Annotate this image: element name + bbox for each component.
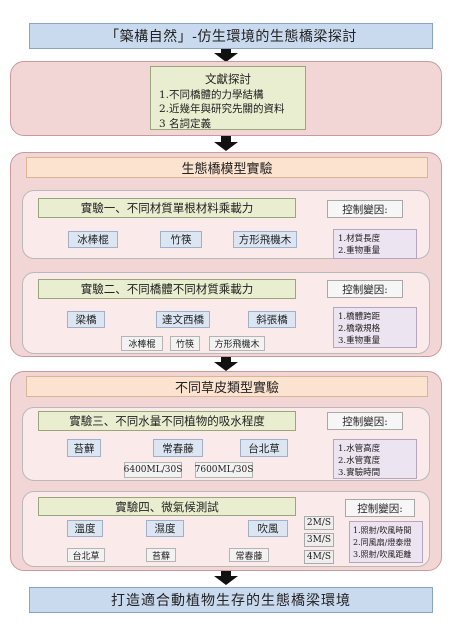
- water-flow-rate: 6400ML/30S: [124, 462, 182, 478]
- experiment-3-heading: 實驗三、不同水量不同植物的吸水程度: [38, 411, 296, 431]
- experiment-3-control-variables: 1.水管高度 2.水管寬度 3.實驗時間: [333, 439, 417, 479]
- plant-ivy: 常春藤: [153, 439, 203, 457]
- plant-taipei-grass: 台北草: [67, 548, 105, 562]
- experiment-2-control-heading: 控制變因:: [327, 280, 403, 298]
- control-variable: 3.照射/吹風距離: [353, 550, 412, 559]
- control-variable: 2.同風扇/燈泰燈: [353, 538, 412, 547]
- material-bamboo-chopstick: 竹筷: [160, 231, 202, 248]
- measure-wind: 吹風: [248, 520, 288, 537]
- material-balsa-wood: 方形飛機木: [233, 231, 297, 248]
- wind-speed: 4M/S: [304, 550, 334, 564]
- experiment-2-heading: 實驗二、不同橋體不同材質乘載力: [38, 279, 296, 299]
- control-variable: 1.水管高度: [338, 444, 381, 454]
- experiment-4-control-variables: 1.照射/吹風時間 2.同風扇/燈泰燈 3.照射/吹風距離: [349, 521, 423, 563]
- bridge-type-cable-stayed: 斜張橋: [248, 311, 296, 328]
- water-flow-rate: 7600ML/30S: [195, 462, 253, 478]
- diagram-title: 「築構自然」-仿生環境的生態橋梁探討: [29, 23, 433, 49]
- experiment-1-control-variables: 1.材質長度 2.重物重量: [333, 229, 417, 259]
- literature-item: 2.近幾年與研究先關的資料: [159, 103, 285, 115]
- control-variable: 1.橋體跨距: [338, 312, 381, 322]
- literature-box: 文獻探討 1.不同橋體的力學結構 2.近幾年與研究先關的資料 3 名詞定義: [150, 66, 306, 130]
- measure-temperature: 溫度: [67, 520, 103, 537]
- material-balsa-wood: 方形飛機木: [209, 336, 265, 351]
- experiment-1-control-heading: 控制變因:: [327, 200, 403, 218]
- control-variable: 1.材質長度: [338, 234, 381, 244]
- control-variable: 2.水管寬度: [338, 456, 381, 466]
- control-variable: 2.重物重量: [338, 246, 381, 256]
- experiment-3-control-heading: 控制變因:: [327, 412, 403, 430]
- control-variable: 1.照射/吹風時間: [353, 526, 412, 535]
- experiment-2-control-variables: 1.橋體跨距 2.橋墩規格 3.重物重量: [333, 307, 417, 348]
- control-variable: 3.重物重量: [338, 336, 381, 346]
- literature-item: 1.不同橋體的力學結構: [159, 88, 264, 101]
- control-variable: 3.實驗時間: [338, 468, 381, 478]
- experiment-4-control-heading: 控制變因:: [345, 499, 415, 517]
- material-popsicle-stick: 冰棒棍: [68, 231, 118, 248]
- experiment-4-heading: 實驗四、微氣候測試: [38, 497, 296, 516]
- material-popsicle-stick: 冰棒棍: [121, 336, 163, 351]
- wind-speed: 2M/S: [304, 516, 334, 530]
- literature-heading: 文獻探討: [205, 72, 251, 86]
- control-variable: 2.橋墩規格: [338, 324, 381, 334]
- conclusion-bar: 打造適合動植物生存的生態橋梁環境: [29, 587, 433, 613]
- plant-moss: 苔蘚: [146, 548, 176, 562]
- plant-ivy: 常春藤: [229, 548, 269, 562]
- section-heading-turf-type: 不同草皮類型實驗: [26, 376, 428, 397]
- bridge-type-beam: 梁橋: [67, 311, 105, 328]
- bridge-type-davinci: 達文西橋: [156, 311, 210, 328]
- measure-humidity: 濕度: [146, 520, 184, 537]
- wind-speed: 3M/S: [304, 533, 334, 547]
- plant-taipei-grass: 台北草: [240, 439, 288, 457]
- experiment-1-heading: 實驗一、不同材質單根材料乘載力: [38, 198, 296, 218]
- plant-moss: 苔蘚: [67, 439, 101, 457]
- section-heading-bridge-model: 生態橋模型實驗: [26, 157, 428, 178]
- material-bamboo-chopstick: 竹筷: [170, 336, 200, 351]
- literature-item: 3 名詞定義: [159, 117, 212, 130]
